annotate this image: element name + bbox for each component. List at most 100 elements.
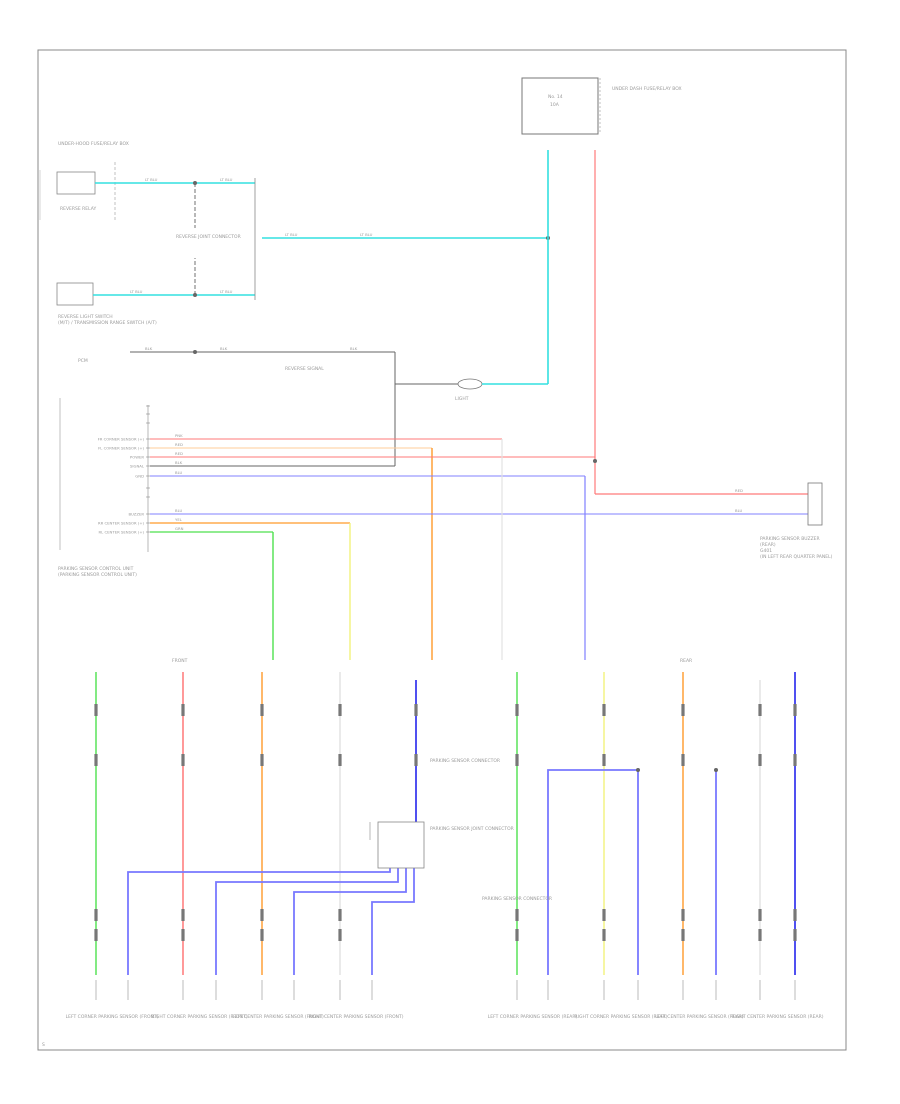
fuse-ref: No. 14 — [548, 94, 563, 100]
wire-code: YEL — [175, 517, 183, 522]
wire-code: LT BLU — [220, 289, 233, 294]
connector-mark — [793, 929, 797, 941]
reverse-light-switch-label: REVERSE LIGHT SWITCH — [58, 314, 113, 320]
buzzer-note: (REAR) — [760, 542, 776, 548]
connector-mark — [793, 754, 797, 766]
wire-code: BLU — [735, 508, 743, 513]
connector-mark — [515, 754, 519, 766]
sensor-connector-label: PARKING SENSOR CONNECTOR — [430, 758, 500, 764]
reverse-light-switch-component — [56, 282, 94, 306]
control-unit-pins: FR CORNER SENSOR (+) FL CORNER SENSOR (+)… — [98, 405, 150, 535]
sensor-wire-branch — [127, 868, 391, 975]
connector-mark — [758, 704, 762, 716]
sensor-wire-group — [94, 672, 797, 975]
wire-code: RED — [175, 442, 183, 447]
connector-mark — [260, 929, 264, 941]
sensor-label: RIGHT CENTER PARKING SENSOR (FRONT) — [308, 1014, 403, 1020]
connector-mark — [414, 754, 418, 766]
connector-mark — [338, 929, 342, 941]
sensor-wire-branch — [293, 868, 407, 975]
connector-mark — [602, 754, 606, 766]
pcm-label: PCM — [78, 358, 88, 364]
connector-mark — [758, 754, 762, 766]
wire-code: RED — [175, 451, 183, 456]
parking-unit-ref: (PARKING SENSOR CONTROL UNIT) — [58, 572, 137, 578]
unit-pin-label: POWER — [130, 455, 144, 460]
sensor-label-group: LEFT CORNER PARKING SENSOR (FRONT) RIGHT … — [66, 980, 824, 1020]
fuse-rating: 10A — [550, 102, 560, 108]
connector-mark — [181, 929, 185, 941]
connector-mark — [181, 704, 185, 716]
sensor-label: LEFT CORNER PARKING SENSOR (FRONT) — [66, 1014, 159, 1020]
sensor-wire-branch — [371, 868, 415, 975]
connector-mark — [793, 909, 797, 921]
sensor-label: LEFT CORNER PARKING SENSOR (REAR) — [488, 1014, 578, 1020]
connector-mark — [758, 929, 762, 941]
unit-pin-label: FL CORNER SENSOR (+) — [98, 446, 144, 451]
reverse-relay-component — [56, 171, 96, 195]
diagram-frame — [37, 49, 847, 1051]
unit-pin-label: RL CENTER SENSOR (+) — [99, 530, 145, 535]
connector-mark — [94, 704, 98, 716]
cyan-wire-group-top-left — [93, 178, 256, 300]
buzzer-label: PARKING SENSOR BUZZER — [760, 536, 820, 542]
sensor-wire-branch — [215, 868, 399, 975]
connector-mark — [181, 909, 185, 921]
rear-section-label: REAR — [680, 658, 692, 664]
unit-pin-label: BUZZER — [128, 512, 144, 517]
wire-code: BLK — [350, 346, 358, 351]
unit-pin-label: FR CORNER SENSOR (+) — [98, 437, 145, 442]
connector-mark — [260, 754, 264, 766]
wire-code: LT BLU — [285, 232, 298, 237]
connector-mark — [260, 704, 264, 716]
combination-light-label: LIGHT — [455, 396, 469, 402]
wire-code: GRN — [175, 526, 184, 531]
splice-dot — [636, 768, 640, 772]
wire-code: PNK — [175, 433, 183, 438]
sensor-label: RIGHT CORNER PARKING SENSOR (REAR) — [575, 1014, 668, 1020]
connector-mark — [602, 929, 606, 941]
connector-mark — [414, 704, 418, 716]
connector-mark — [260, 909, 264, 921]
connector-mark — [515, 929, 519, 941]
unit-pin-label: GND — [135, 474, 144, 479]
reverse-relay-label: REVERSE RELAY — [60, 206, 96, 212]
wire-code: BLK — [145, 346, 153, 351]
connector-mark — [94, 754, 98, 766]
connector-mark — [602, 704, 606, 716]
joint-connector-label: REVERSE JOINT CONNECTOR — [176, 234, 241, 240]
control-unit-wires — [150, 438, 808, 660]
rear-connector-label: PARKING SENSOR CONNECTOR — [482, 896, 552, 902]
connector-mark — [94, 929, 98, 941]
connector-mark — [793, 704, 797, 716]
footer-label: S — [42, 1042, 45, 1048]
splice-dot — [714, 768, 718, 772]
wire-code: LT BLU — [130, 289, 143, 294]
fuse-box-component — [521, 77, 599, 135]
parking-unit-label: PARKING SENSOR CONTROL UNIT — [58, 566, 134, 572]
wire-code: LT BLU — [145, 177, 158, 182]
sensor-wire-branch — [547, 769, 639, 975]
connector-mark — [681, 929, 685, 941]
sensor-joint-connector — [377, 821, 425, 869]
sensor-joint-label: PARKING SENSOR JOINT CONNECTOR — [430, 826, 514, 832]
connector-mark — [758, 909, 762, 921]
connector-mark — [181, 754, 185, 766]
connector-mark — [681, 754, 685, 766]
wire-code: BLU — [175, 508, 183, 513]
wire-code: LT BLU — [360, 232, 373, 237]
connector-mark — [338, 754, 342, 766]
sensor-label: RIGHT CENTER PARKING SENSOR (REAR) — [732, 1014, 824, 1020]
buzzer-component — [807, 482, 823, 526]
pcm-relay-label: REVERSE SIGNAL — [285, 366, 324, 372]
connector-mark — [338, 909, 342, 921]
black-wire-group — [130, 350, 458, 466]
unit-pin-label: RR CENTER SENSOR (+) — [98, 521, 144, 526]
fuse-box-label: UNDER DASH FUSE/RELAY BOX — [612, 86, 682, 92]
sensor-label: LEFT CENTER PARKING SENSOR (REAR) — [655, 1014, 744, 1020]
reverse-relay-box-label: UNDER-HOOD FUSE/RELAY BOX — [58, 141, 129, 147]
connector-mark — [515, 704, 519, 716]
connector-mark — [515, 909, 519, 921]
